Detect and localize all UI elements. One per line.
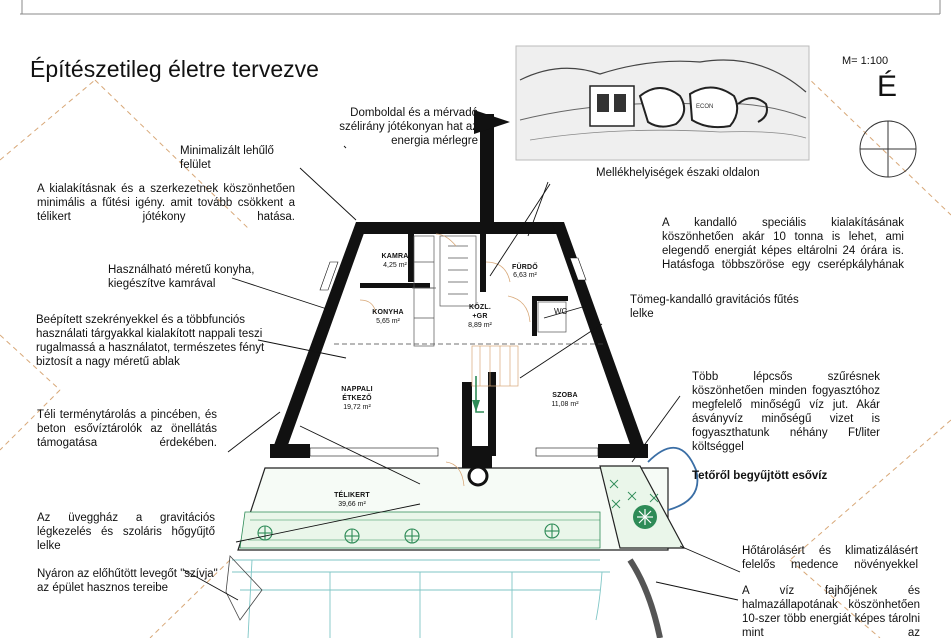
room-kamra-area: 4,25 m² xyxy=(383,262,407,269)
room-telikert-name: TÉLIKERT xyxy=(334,492,370,499)
sketch-label: ECON xyxy=(696,104,713,110)
room-furdo-name: FÜRDŐ xyxy=(512,264,538,271)
leader-lines xyxy=(183,145,741,601)
note-greenhouse: Az üveggház a gravitációs légkezelés és … xyxy=(37,512,215,552)
note-summer-air: Nyáron az előhűtött levegőt "szívja" az … xyxy=(37,568,218,594)
page-title: Építészetileg életre tervezve xyxy=(30,56,319,82)
note-fireplace: A kandalló speciális kialakításának kösz… xyxy=(662,217,904,271)
room-konyha-name: KONYHA xyxy=(372,309,404,316)
room-kozl-name2: +GR xyxy=(472,313,488,320)
room-szoba-area: 11,08 m² xyxy=(551,401,579,408)
pool-arc xyxy=(627,558,663,638)
lower-structure-lines xyxy=(232,559,610,638)
room-konyha-area: 5,65 m² xyxy=(376,318,400,325)
elevation-sketch: ECON xyxy=(515,45,810,161)
room-kamra-name: KAMRA xyxy=(381,253,409,260)
staircase xyxy=(471,345,519,387)
winter-garden-area xyxy=(237,465,686,551)
note-built-in: Beépített szekrényekkel és a többfunciós… xyxy=(36,314,265,368)
room-wc-name: WC xyxy=(554,307,568,316)
note-water-heat: A víz fajhőjének és halmazállapotának kö… xyxy=(742,585,920,639)
note-filtration: Több lépcsős szűrésnek köszönhetően mind… xyxy=(692,371,880,453)
note-rainwater: Tetőről begyűjtött esővíz xyxy=(692,470,828,482)
room-nappali-name2: ÉTKEZŐ xyxy=(342,395,372,402)
room-kozl-area: 8,89 m² xyxy=(468,322,492,329)
room-nappali-area: 19,72 m² xyxy=(343,404,371,411)
note-heat-storage: Hőtárolásért és klimatizálásért felelős … xyxy=(742,545,918,571)
north-label: É xyxy=(877,70,898,103)
note-minimal-surface: Minimalizált lehűlő felület xyxy=(180,145,274,171)
note-hill-wind: Domboldal és a mérvadó szélirány jótékon… xyxy=(339,107,478,147)
compass-icon xyxy=(859,120,917,178)
room-kozl-name1: KÖZL. xyxy=(469,304,491,311)
site-dashed-lines xyxy=(0,74,951,638)
note-ancillary: Mellékhelyiségek északi oldalon xyxy=(596,167,760,179)
house-walls xyxy=(270,222,648,468)
note-kitchen: Használható méretű konyha, kiegészítve k… xyxy=(108,264,255,290)
note-mass-fireplace: Tömeg-kandalló gravitációs fűtés lelke xyxy=(630,294,799,320)
room-furdo-area: 6,63 m² xyxy=(513,272,537,279)
note-design: A kialakításnak és a szerkezetnek köszön… xyxy=(37,183,295,223)
room-nappali-name1: NAPPALI xyxy=(341,386,373,393)
note-cellar: Téli terménytárolás a pincében, és beton… xyxy=(37,409,217,449)
rainwater-arc xyxy=(647,446,699,511)
room-telikert-area: 39,66 m² xyxy=(338,501,366,508)
room-szoba-name: SZOBA xyxy=(552,392,578,399)
scale-label: M= 1:100 xyxy=(842,55,889,67)
wind-arrow-icon xyxy=(474,110,510,224)
